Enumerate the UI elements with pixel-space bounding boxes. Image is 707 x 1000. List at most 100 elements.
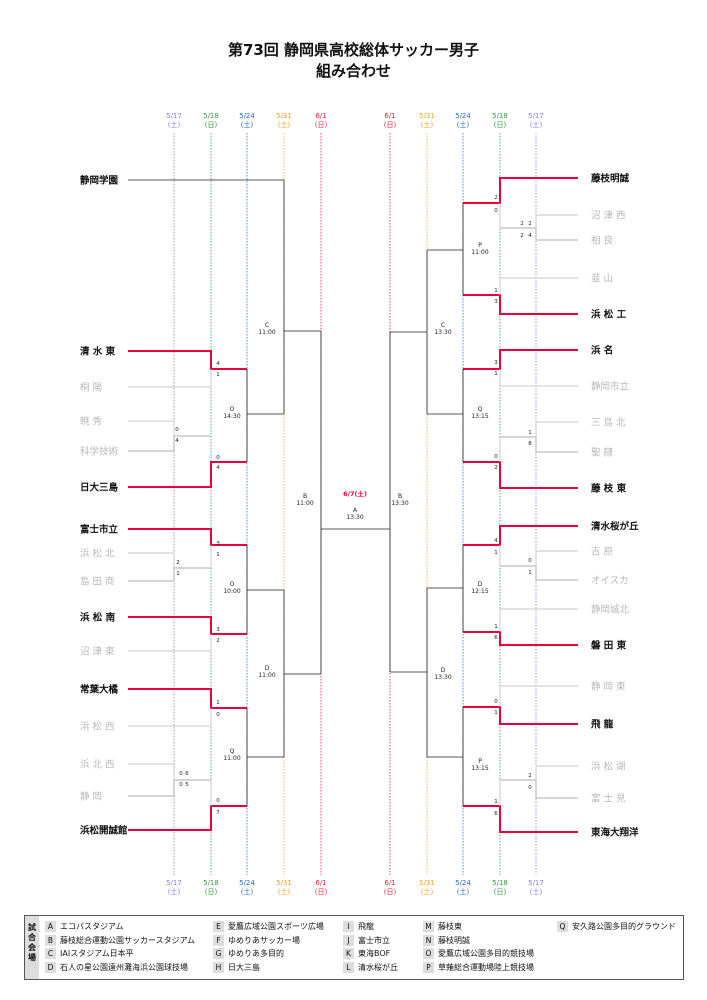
score-label: 4 [216, 361, 220, 367]
day-label: (土) [530, 887, 543, 896]
date-label: 5/17 [166, 879, 182, 887]
winner-path [463, 177, 578, 204]
venue-name: 藤枝東 [438, 922, 462, 931]
team-name: 浜 松 工 [591, 309, 627, 321]
score-label: 0 [216, 712, 220, 718]
winner-path [463, 525, 578, 546]
legend-item: E 愛鷹広域公園スポーツ広場 [213, 920, 324, 934]
loser-path [500, 779, 578, 799]
team-name: オイスカ [591, 576, 629, 587]
score-label: 1 [494, 371, 498, 377]
score-label: 5 [185, 782, 189, 788]
team-name: 浜 名 [591, 345, 613, 357]
venue-key: J [343, 934, 354, 946]
score-label: 1 [494, 550, 498, 556]
day-label: (日) [384, 888, 397, 896]
legend-header-char: 合 [28, 933, 36, 942]
venue-name: 清水桜が丘 [358, 962, 398, 972]
day-label: (日) [494, 121, 507, 129]
score-label: 1 [494, 288, 498, 294]
team-name: 暁 秀 [80, 416, 103, 428]
score-label: 3 [216, 541, 220, 547]
team-name: 浜 松 西 [80, 721, 115, 733]
score-label: 2 [176, 560, 180, 566]
score-label: 0 [494, 208, 498, 214]
bracket-title: 第73回 静岡県高校総体サッカー男子 組み合わせ [0, 40, 707, 82]
winner-path [463, 631, 578, 646]
team-name: 沼 津 西 [591, 211, 626, 222]
date-label: 5/24 [239, 879, 255, 887]
date-label: 5/18 [203, 112, 219, 120]
score-label: 2 [216, 638, 220, 644]
match-time: 13:15 [471, 413, 488, 420]
score-label: 8 [528, 441, 532, 447]
team-name: 富 士 見 [591, 793, 626, 805]
date-label: 6/1 [384, 112, 395, 120]
venue-name: 藤枝総合運動公園サッカースタジアム [60, 935, 196, 945]
team-name: 静岡城北 [591, 604, 630, 616]
venue-key: Q [557, 921, 568, 933]
score-label: 0 [179, 771, 183, 777]
venue-name: 愛鷹広域公園スポーツ広場 [228, 922, 324, 931]
score-label: 0 [179, 782, 183, 788]
score-label: 0 [528, 558, 532, 564]
team-name: 飛 龍 [590, 719, 614, 731]
day-label: (土) [421, 120, 434, 129]
date-label: 5/18 [492, 879, 508, 887]
score-label: 3 [494, 299, 498, 305]
legend-header-char: 場 [28, 953, 36, 962]
venue-key: F [213, 934, 224, 946]
date-label: 5/17 [528, 112, 544, 120]
team-name: 藤 枝 東 [591, 483, 627, 495]
venue-key: B [45, 934, 56, 946]
venue-key: E [213, 921, 224, 933]
winner-path [463, 805, 578, 833]
venue-key: A [45, 921, 56, 933]
score-label: 1 [494, 710, 498, 716]
venue-name: IAIスタジアム日本平 [60, 949, 134, 958]
date-label: 5/31 [276, 112, 292, 120]
score-label: 6 [494, 811, 498, 817]
date-label: 6/1 [384, 879, 395, 887]
score-label: 6 [494, 635, 498, 641]
legend-header: 試 合 会 場 [25, 916, 39, 979]
team-name: 浜 松 北 [80, 548, 115, 560]
date-label: 5/24 [455, 879, 471, 887]
team-name: 東海大翔洋 [590, 827, 639, 839]
score-label: 0 [494, 454, 498, 460]
team-name: 浜 松 南 [80, 612, 116, 624]
match-time: 11:00 [258, 672, 275, 679]
venue-name: ゆめりあ多目的 [228, 949, 284, 958]
score-label: 2 [520, 221, 524, 227]
date-label: 5/31 [419, 112, 435, 120]
date-label: 5/17 [528, 879, 544, 887]
team-name: 桐 陽 [80, 382, 103, 394]
match-venue: Q [478, 406, 483, 413]
match-time: 13:30 [391, 500, 408, 507]
team-name: 富士市立 [80, 524, 119, 536]
venue-key: H [213, 961, 224, 973]
date-label: 5/24 [239, 112, 255, 120]
score-label: 2 [528, 221, 532, 227]
team-name: 三 島 北 [591, 417, 626, 429]
team-name: 磐 田 東 [590, 640, 627, 652]
legend-item: B 藤枝総合運動公園サッカースタジアム [45, 934, 195, 948]
venue-name: 飛龍 [358, 922, 374, 931]
winner-path [463, 349, 578, 370]
date-label: 6/1 [315, 879, 326, 887]
team-name: 相 良 [591, 235, 614, 247]
match-venue: Q [230, 748, 235, 755]
score-label: 1 [528, 570, 532, 576]
venue-name: 安久路公園多目的グラウンド [572, 922, 676, 931]
team-name: 藤枝明誠 [591, 173, 630, 185]
team-name: 浜 松 湖 [591, 761, 626, 773]
date-label: 5/31 [276, 879, 292, 887]
date-label: 6/1 [315, 112, 326, 120]
loser-path [128, 567, 211, 582]
